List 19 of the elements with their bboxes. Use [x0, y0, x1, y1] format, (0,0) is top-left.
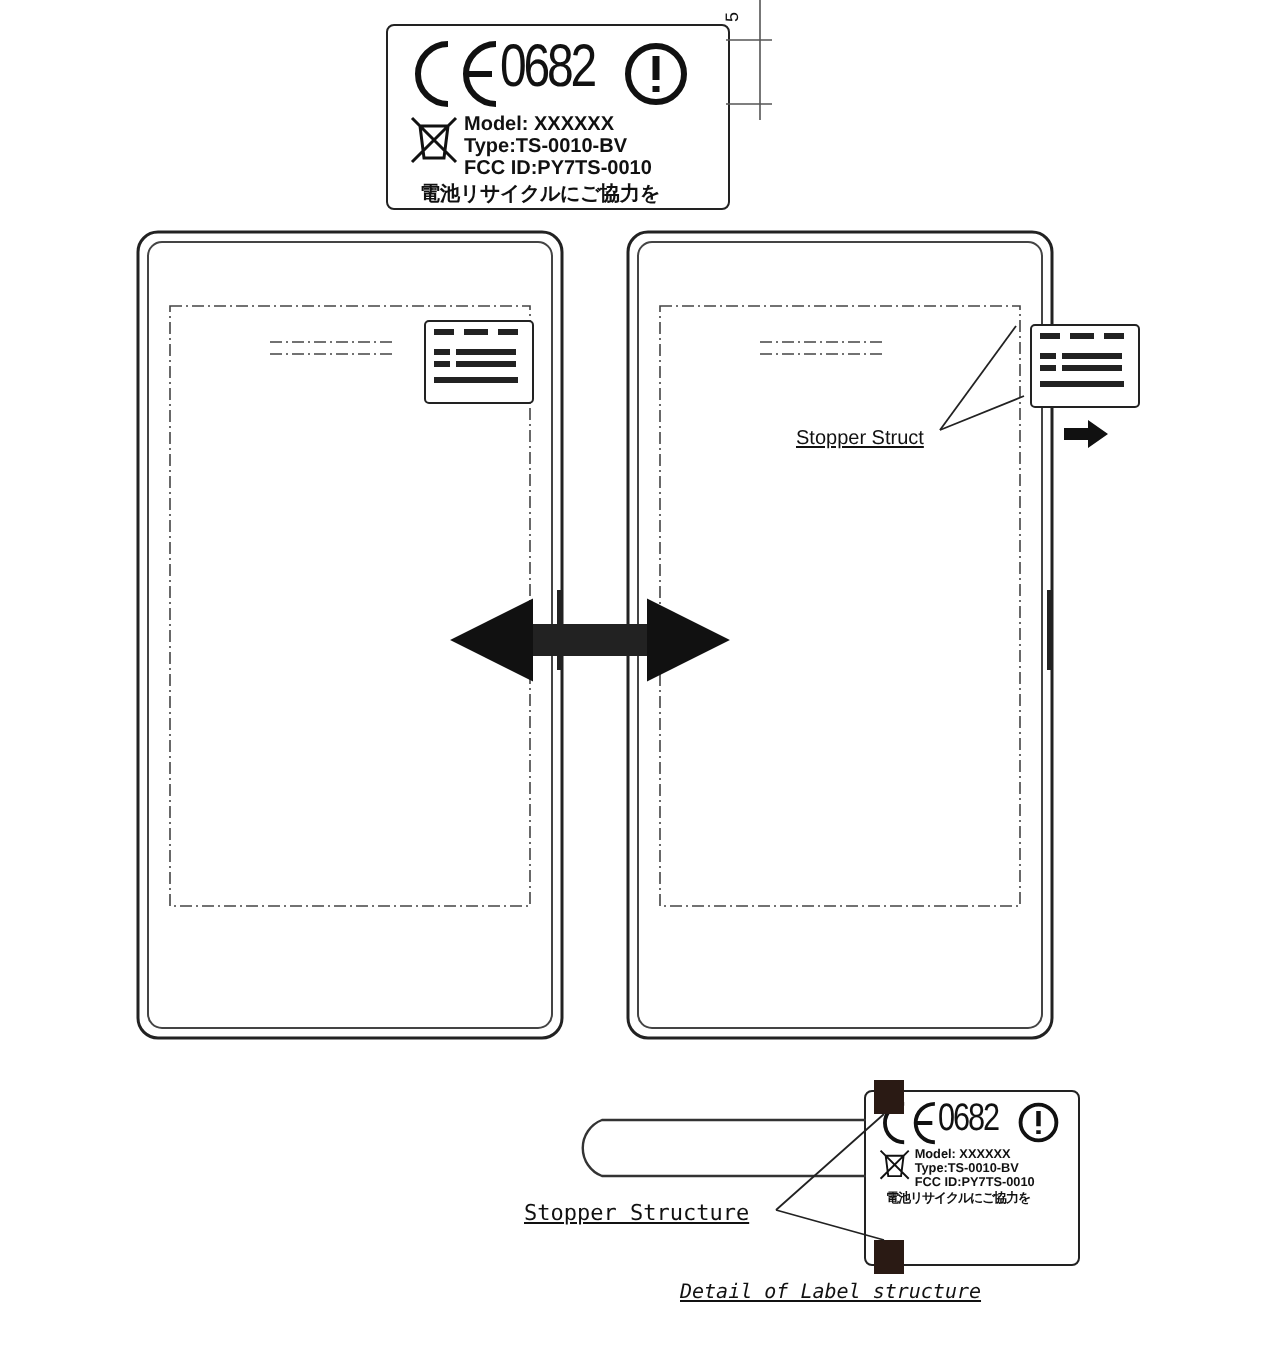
caption: Detail of Label structure: [680, 1284, 982, 1304]
leader-line: [939, 395, 1025, 431]
recycling-note: 電池リサイクルにご協力を: [420, 186, 660, 206]
leader-line: [939, 325, 1017, 431]
certification-label: [864, 1090, 1080, 1266]
dimension-value: 5: [724, 12, 742, 22]
stopper-block: [874, 1240, 904, 1274]
leader-line: [775, 1209, 885, 1241]
type-text: Type:TS-0010-BV: [464, 138, 628, 158]
leader-line: [775, 1113, 885, 1211]
certification-label: [386, 24, 730, 210]
fcc-id-text: FCC ID:PY7TS-0010: [464, 160, 652, 180]
callout-text: Stopper Structure: [524, 1202, 750, 1224]
mark-number: 0682: [937, 1099, 998, 1139]
stopper-block: [874, 1080, 904, 1114]
callout-text: Stopper Struct: [796, 430, 924, 450]
model-text: Model: XXXXXX: [464, 116, 615, 136]
double-arrow: [450, 598, 730, 682]
mark-number: 0682: [500, 38, 594, 98]
